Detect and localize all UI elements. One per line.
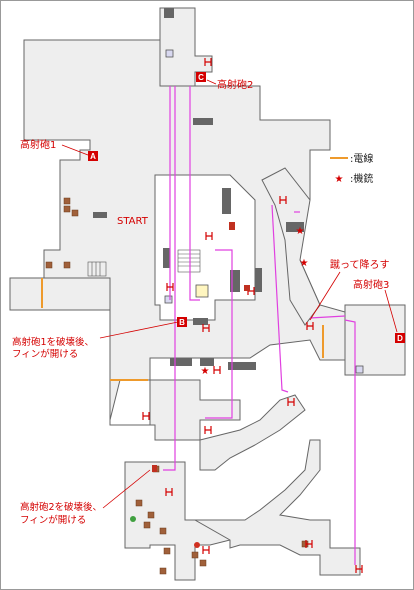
machine-gun-icon: ★ [201, 366, 210, 377]
red-item [244, 285, 250, 291]
route-line [271, 204, 289, 393]
room-d [344, 304, 406, 376]
route-line [189, 86, 200, 301]
machine-guns: ★ ★ ★ [201, 226, 309, 377]
route-line [344, 319, 356, 565]
obstacle [93, 212, 107, 218]
red-item [229, 222, 235, 230]
label-after2-line2: フィンが開ける [20, 514, 86, 526]
obstacle [193, 318, 208, 325]
marker-a: A [90, 152, 96, 161]
crate [163, 547, 171, 555]
door-mark [204, 58, 212, 66]
marker-d-box [395, 333, 405, 343]
obstacle [230, 270, 240, 292]
obstacle [163, 248, 170, 268]
east-arm [261, 167, 321, 326]
label-cannon1: 高射砲1 [20, 138, 56, 151]
item-box [195, 284, 209, 298]
door-mark [355, 565, 363, 573]
obstacle [164, 8, 174, 18]
door-mark [166, 283, 174, 291]
left-lower-block [9, 277, 241, 441]
route-line [163, 86, 176, 471]
door-mark [279, 196, 287, 204]
crate [45, 261, 53, 269]
marker-a-box [88, 151, 98, 161]
marker-c-box [196, 72, 206, 82]
routes [163, 86, 356, 565]
door-mark [202, 546, 210, 554]
legend: :電線 ★ :機銃 [335, 152, 374, 185]
ladders [164, 49, 364, 374]
machine-gun-icon: ★ [300, 258, 309, 269]
markers: A B C D [88, 72, 405, 343]
crate [135, 499, 143, 507]
door-mark [142, 412, 150, 420]
crate [63, 197, 71, 205]
ladder-center [164, 295, 173, 304]
south-west-room [124, 461, 231, 581]
marker-d: D [397, 334, 403, 343]
crate [199, 559, 207, 567]
label-cannon3: 高射砲3 [353, 278, 389, 291]
crate [147, 511, 155, 519]
obstacle [193, 118, 213, 125]
crate [159, 567, 167, 575]
crate [159, 527, 167, 535]
door-mark [202, 324, 210, 332]
ladder-room-d [355, 365, 364, 374]
crate [143, 521, 151, 529]
machine-gun-icon: ★ [296, 226, 305, 237]
legend-wire-label: :電線 [350, 152, 373, 165]
wires [41, 157, 348, 381]
stairs-west [87, 261, 107, 277]
door-mark [213, 366, 221, 374]
south-corridor [193, 439, 361, 576]
label-after2-line1: 高射砲2を破壊後、 [20, 501, 102, 513]
red-item [152, 465, 157, 472]
door-mark [306, 322, 314, 330]
legend-gun-label: :機銃 [350, 172, 373, 185]
door-mark [287, 398, 295, 406]
door-mark [165, 488, 173, 496]
red-dot [194, 542, 200, 548]
marker-c: C [198, 73, 204, 82]
crate [63, 205, 71, 213]
label-cannon2: 高射砲2 [217, 78, 253, 91]
label-kick-down: 蹴って降ろす [330, 258, 390, 271]
leader-lines [61, 79, 398, 509]
obstacle [170, 358, 192, 366]
obstacle [228, 362, 256, 370]
label-after1-line2: フィンが開ける [12, 348, 78, 360]
obstacle [286, 222, 304, 232]
snake-corridor [199, 394, 306, 471]
route-line [309, 315, 346, 319]
door-mark [305, 540, 313, 548]
marker-b-box [177, 317, 187, 327]
crates [45, 197, 309, 575]
obstacle [222, 188, 231, 214]
door-mark [205, 232, 213, 240]
route-line [205, 249, 233, 419]
crate [63, 261, 71, 269]
crate [191, 551, 199, 559]
label-start: START [117, 216, 149, 227]
obstacle [255, 268, 262, 292]
stairs-center [177, 249, 201, 273]
stairs [87, 249, 201, 277]
ladder-north [165, 49, 174, 58]
marker-b: B [179, 318, 185, 327]
obstacles [93, 8, 304, 370]
label-after1-line1: 高射砲1を破壊後、 [12, 336, 94, 348]
obstacle [200, 358, 214, 366]
legend-star-icon: ★ [335, 174, 344, 185]
door-mark [204, 426, 212, 434]
green-dot [130, 516, 136, 522]
crate [71, 209, 79, 217]
